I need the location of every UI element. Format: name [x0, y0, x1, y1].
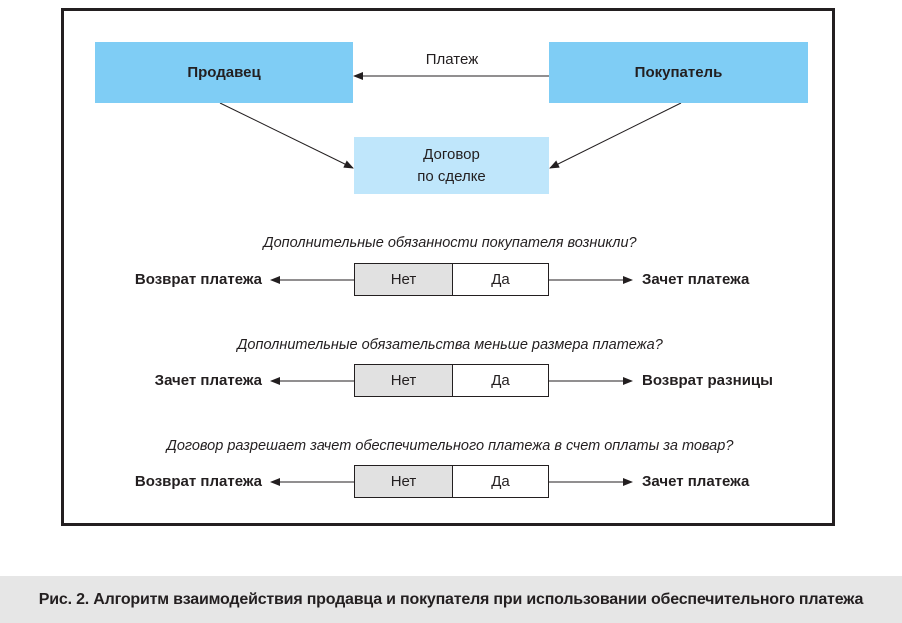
q1-no-cell: Нет — [355, 264, 453, 295]
q2-no-cell: Нет — [355, 365, 453, 396]
question-2: Дополнительные обязательства меньше разм… — [237, 337, 663, 353]
contract-box: Договор по сделке — [354, 137, 549, 194]
q2-yes-cell: Да — [453, 365, 548, 396]
contract-label-line2: по сделке — [417, 167, 486, 185]
q3-yes-cell: Да — [453, 466, 548, 497]
q3-choice: Нет Да — [354, 465, 549, 498]
buyer-label: Покупатель — [634, 64, 723, 81]
seller-label: Продавец — [187, 64, 261, 81]
caption-bar: Рис. 2. Алгоритм взаимодействия продавца… — [0, 576, 902, 623]
payment-label: Платеж — [425, 51, 479, 68]
diagram-frame — [61, 8, 835, 526]
question-3: Договор разрешает зачет обеспечительного… — [166, 438, 734, 454]
q1-yes-cell: Да — [453, 264, 548, 295]
question-1: Дополнительные обязанности покупателя во… — [263, 235, 637, 251]
q2-yes-outcome: Возврат разницы — [642, 372, 773, 389]
q1-yes-outcome: Зачет платежа — [642, 271, 750, 288]
contract-label-line1: Договор — [423, 145, 480, 163]
q3-no-cell: Нет — [355, 466, 453, 497]
q1-choice: Нет Да — [354, 263, 549, 296]
q1-no-outcome: Возврат платежа — [134, 271, 262, 288]
q3-no-outcome: Возврат платежа — [134, 473, 262, 490]
figure-caption: Рис. 2. Алгоритм взаимодействия продавца… — [38, 590, 864, 608]
seller-box: Продавец — [95, 42, 353, 103]
q2-choice: Нет Да — [354, 364, 549, 397]
q3-yes-outcome: Зачет платежа — [642, 473, 750, 490]
q2-no-outcome: Зачет платежа — [154, 372, 262, 389]
buyer-box: Покупатель — [549, 42, 808, 103]
